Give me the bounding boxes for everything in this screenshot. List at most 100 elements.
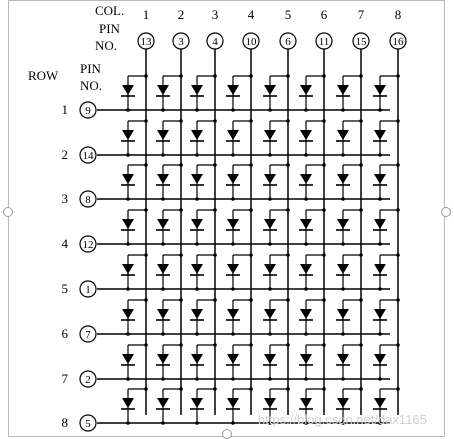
junction-dot <box>268 377 272 381</box>
row-number-7: 7 <box>62 371 69 386</box>
led-diode-symbol <box>191 309 203 319</box>
led-r6-c4 <box>226 298 253 336</box>
junction-dot <box>213 343 217 347</box>
led-r6-c2 <box>156 298 183 336</box>
junction-dot <box>268 197 272 201</box>
row-pin-circle-5 <box>79 414 97 432</box>
led-r5-c2 <box>156 253 183 291</box>
junction-dot <box>231 153 235 157</box>
junction-dot <box>231 108 235 112</box>
junction-dot <box>378 153 382 157</box>
led-r6-c6 <box>299 298 326 336</box>
row-pin-label: PIN <box>80 61 102 76</box>
led-r2-c5 <box>263 119 290 157</box>
junction-dot <box>378 242 382 246</box>
resize-handle-left[interactable] <box>3 207 13 217</box>
junction-dot <box>213 74 217 78</box>
led-r7-c3 <box>190 343 217 381</box>
junction-dot <box>249 119 253 123</box>
junction-dot <box>213 387 217 391</box>
junction-dot <box>249 253 253 257</box>
junction-dot <box>322 208 326 212</box>
led-diode-symbol <box>374 85 386 95</box>
led-r6-c1 <box>121 298 148 336</box>
led-diode-symbol <box>300 309 312 319</box>
row-pin-circle-2 <box>79 370 97 388</box>
led-r3-c2 <box>156 163 183 201</box>
led-r6-c7 <box>336 298 363 336</box>
junction-dot <box>359 387 363 391</box>
led-diode-symbol <box>300 85 312 95</box>
row-number-3: 3 <box>62 191 69 206</box>
led-diode-symbol <box>227 309 239 319</box>
led-diode-symbol <box>157 219 169 229</box>
junction-dot <box>161 153 165 157</box>
led-diode-symbol <box>337 354 349 364</box>
col-number-7: 7 <box>358 7 365 22</box>
junction-dot <box>286 74 290 78</box>
junction-dot <box>396 343 400 347</box>
resize-handle-right[interactable] <box>441 207 451 217</box>
junction-dot <box>179 387 183 391</box>
row-number-6: 6 <box>62 326 69 341</box>
junction-dot <box>359 163 363 167</box>
junction-dot <box>195 153 199 157</box>
junction-dot <box>341 153 345 157</box>
junction-dot <box>268 421 272 425</box>
junction-dot <box>213 119 217 123</box>
led-diode-symbol <box>122 309 134 319</box>
junction-dot <box>396 298 400 302</box>
row-number-2: 2 <box>62 147 69 162</box>
led-r8-c5 <box>263 387 290 425</box>
junction-dot <box>144 74 148 78</box>
junction-dot <box>396 74 400 78</box>
led-r5-c8 <box>373 253 400 291</box>
row-number-5: 5 <box>62 281 69 296</box>
junction-dot <box>231 377 235 381</box>
led-diode-symbol <box>227 174 239 184</box>
led-diode-symbol <box>227 264 239 274</box>
led-r4-c8 <box>373 208 400 246</box>
led-r4-c5 <box>263 208 290 246</box>
led-r5-c3 <box>190 253 217 291</box>
watermark-text: https://blog.csdn.net/dax1165 <box>258 412 427 427</box>
junction-dot <box>144 387 148 391</box>
led-r7-c1 <box>121 343 148 381</box>
led-r8-c8 <box>373 387 400 425</box>
led-r7-c5 <box>263 343 290 381</box>
led-diode-symbol <box>227 85 239 95</box>
junction-dot <box>378 421 382 425</box>
led-r1-c4 <box>226 74 253 112</box>
junction-dot <box>378 377 382 381</box>
junction-dot <box>341 197 345 201</box>
col-pin-number-11: 11 <box>319 36 330 48</box>
led-r6-c8 <box>373 298 400 336</box>
junction-dot <box>304 108 308 112</box>
led-r7-c7 <box>336 343 363 381</box>
junction-dot <box>396 208 400 212</box>
junction-dot <box>126 153 130 157</box>
led-r4-c3 <box>190 208 217 246</box>
led-diode-symbol <box>300 264 312 274</box>
led-r8-c7 <box>336 387 363 425</box>
led-diode-symbol <box>227 130 239 140</box>
led-r2-c3 <box>190 119 217 157</box>
col-pin-circle-10 <box>242 32 260 50</box>
row-number-8: 8 <box>62 415 69 430</box>
col-pin-number-4: 4 <box>212 36 218 48</box>
led-diode-symbol <box>122 130 134 140</box>
led-diode-symbol <box>191 174 203 184</box>
led-r3-c6 <box>299 163 326 201</box>
col-pin-circle-16 <box>389 32 407 50</box>
col-number-8: 8 <box>395 7 402 22</box>
col-number-3: 3 <box>212 7 219 22</box>
led-diode-symbol <box>374 219 386 229</box>
led-r6-c3 <box>190 298 217 336</box>
led-diode-symbol <box>374 130 386 140</box>
col-pin-circle-11 <box>315 32 333 50</box>
led-r1-c6 <box>299 74 326 112</box>
junction-dot <box>144 208 148 212</box>
led-r8-c2 <box>156 387 183 425</box>
led-diode-symbol <box>374 398 386 408</box>
